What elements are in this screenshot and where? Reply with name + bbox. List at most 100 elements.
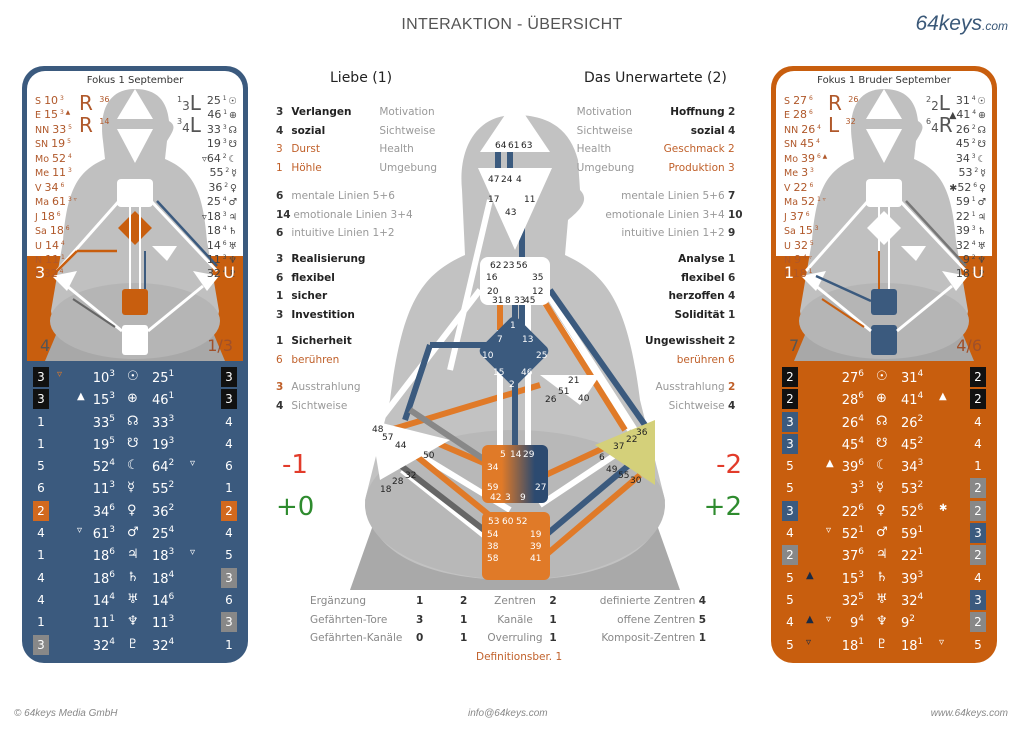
- left-variable-right-top: 13L: [177, 91, 201, 115]
- personality-gate: 461: [152, 391, 174, 408]
- summary-label: Gefährten-Tore: [310, 613, 388, 626]
- gate-number: 19: [92, 437, 110, 453]
- planet-gate: 3: [801, 166, 809, 180]
- design-gate: 521: [842, 525, 864, 542]
- design-planet-item: S 27 6: [784, 93, 827, 107]
- design-gate: 325: [842, 592, 864, 609]
- planet-glyph-icon: ♀: [230, 182, 237, 194]
- gate-number: 18: [152, 571, 169, 587]
- stat-category: Motivation: [576, 106, 632, 118]
- personality-planet-item: 59 1 ♂: [949, 194, 986, 208]
- planet-glyph-icon: ♄: [876, 569, 888, 585]
- ego-center: [152, 246, 177, 261]
- footer-email[interactable]: info@64keys.com: [468, 708, 548, 719]
- design-gate: 195: [93, 436, 115, 453]
- planet-gate: 22: [793, 180, 808, 194]
- gate-line: 6: [168, 591, 175, 602]
- gate-line: 4: [917, 591, 924, 602]
- stat-category: Sichtweise: [576, 124, 633, 137]
- left-line-box: 3: [782, 411, 798, 432]
- gate-label: 9: [520, 493, 526, 503]
- stat-label: Investition: [291, 308, 355, 321]
- planet-line: 4: [220, 225, 229, 233]
- left-line-box: 4: [37, 570, 45, 585]
- stat-count: 2: [728, 106, 736, 118]
- planet-gate: 52: [52, 151, 67, 165]
- planet-glyph-icon: ♂: [228, 197, 237, 209]
- personality-planet-item: 32 4 ♇: [202, 266, 237, 280]
- left-line-box: 1: [37, 414, 45, 429]
- planet-line: 1: [969, 196, 978, 204]
- stat-row: 1 sicher: [276, 287, 365, 306]
- personality-gate: 362: [152, 503, 174, 520]
- summary-value: 1: [549, 613, 557, 626]
- gate-number: 28: [841, 393, 859, 409]
- right-line-box: 4: [974, 414, 982, 429]
- summary-value: 2: [549, 595, 557, 607]
- solar-center: [942, 271, 968, 291]
- left-line-box: 1: [37, 548, 45, 563]
- gate-line: 3: [858, 569, 864, 580]
- planet-marker: ✱: [949, 182, 958, 194]
- logo[interactable]: 64keys.com: [915, 12, 1008, 36]
- gate-number: 19: [152, 437, 169, 453]
- gate-number: 26: [841, 415, 859, 431]
- planet-line: 4: [815, 123, 821, 131]
- planet-glyph-icon: ☋: [876, 435, 888, 451]
- gate-number: 18: [92, 549, 110, 565]
- design-planet-item: Sa 18 6: [35, 223, 77, 237]
- gate-number: 53: [901, 482, 918, 498]
- design-gate: 613: [93, 525, 115, 542]
- design-gate: 324: [93, 637, 115, 654]
- planet-symbol: Ma: [35, 197, 53, 209]
- planet-line: 3: [58, 95, 64, 102]
- stat-count: 7: [728, 190, 736, 202]
- personality-planet-item: 53 2 ☿: [949, 165, 986, 179]
- left-variable-right-bottom: 34L: [177, 113, 201, 137]
- planet-symbol: S: [35, 96, 45, 108]
- personality-planet-item: 32 4 ♅: [949, 238, 986, 252]
- planet-line: 1: [806, 268, 813, 276]
- logo-suffix: .com: [981, 19, 1008, 33]
- gate-label: 49: [606, 465, 618, 475]
- left-line-box: 6: [37, 481, 45, 496]
- stat-category: Sichtweise: [379, 124, 436, 137]
- planet-gate: 25: [206, 195, 221, 209]
- planet-symbol: Mo: [784, 153, 802, 165]
- stat-count: 6: [276, 190, 284, 202]
- gate-number: 32: [152, 638, 169, 654]
- gate-line: 5: [109, 435, 115, 446]
- gate-line: 4: [858, 413, 864, 424]
- planet-glyph-icon: ⊕: [978, 110, 986, 122]
- planet-glyph-icon: ☿: [980, 168, 986, 180]
- planet-gate: 11: [206, 253, 221, 267]
- design-planet-item: U 32 5: [784, 238, 827, 252]
- planet-line: 3: [66, 167, 72, 175]
- gate-line: 5: [109, 413, 115, 424]
- right-line-box: 4: [974, 436, 982, 451]
- stat-count: 1: [728, 253, 736, 265]
- footer-website[interactable]: www.64keys.com: [930, 708, 1008, 719]
- summary-label: Zentren: [494, 595, 536, 607]
- stat-row: herzoffen 4: [668, 287, 742, 306]
- gate-number: 14: [92, 593, 110, 609]
- personality-gate: 184: [152, 570, 174, 587]
- planet-symbol: NN: [35, 125, 53, 137]
- design-planet-item: N 9 4 ▿: [784, 252, 827, 266]
- planet-gate: 53: [958, 166, 973, 180]
- planet-symbol: P: [784, 269, 793, 281]
- stat-row: intuitive Linien 1+2 9: [605, 224, 742, 243]
- stat-row: 4 Sichtweise: [276, 397, 361, 416]
- design-gate: 335: [93, 414, 115, 431]
- planet-line: 3: [220, 138, 229, 146]
- right-line-box: 4: [225, 436, 233, 451]
- gate-label: 14: [510, 450, 522, 460]
- planet-glyph-icon: ☉: [228, 96, 237, 108]
